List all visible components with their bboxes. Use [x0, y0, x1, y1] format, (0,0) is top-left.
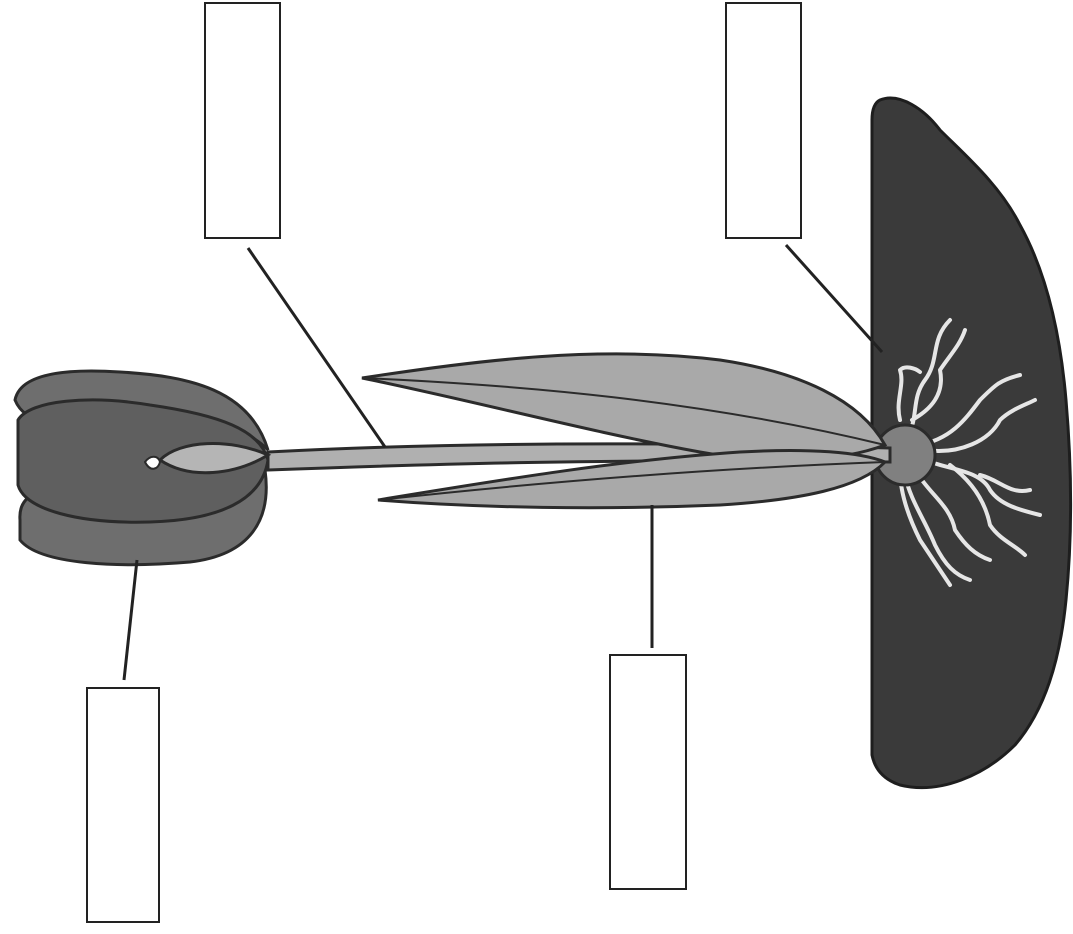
- label-box-stem[interactable]: [205, 3, 280, 238]
- leader-line-stem: [248, 248, 385, 447]
- leader-line-roots: [786, 245, 882, 352]
- label-box-roots[interactable]: [726, 3, 801, 238]
- flower: [15, 371, 268, 565]
- label-box-leaves[interactable]: [610, 655, 686, 889]
- leader-line-flower: [124, 560, 137, 680]
- label-box-flower[interactable]: [87, 688, 159, 922]
- pistil: [145, 457, 160, 469]
